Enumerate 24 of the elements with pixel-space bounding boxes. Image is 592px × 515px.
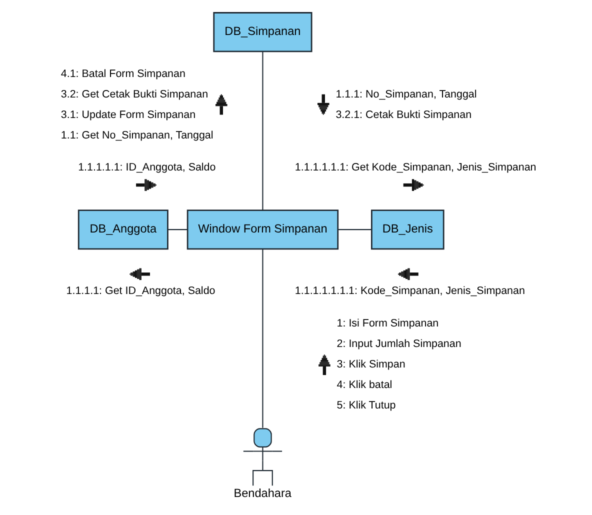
label: 1.1.1.1: Get ID_Anggota, Saldo	[66, 285, 216, 297]
label: 3.1: Update Form Simpanan	[60, 108, 196, 121]
connector	[262, 52, 264, 210]
node-box: DB_Simpanan	[213, 12, 312, 52]
label: 1.1.1.1.1.1.1: Kode_Simpanan, Jenis_Simpanan	[294, 285, 525, 297]
label: 3.2: Get Cetak Bukti Simpanan	[60, 88, 208, 101]
label: 3: Klik Simpan	[336, 358, 406, 371]
label: 4: Klik batal	[336, 378, 392, 391]
label: 2: Input Jumlah Simpanan	[336, 338, 462, 350]
node-box: Window Form Simpanan	[186, 210, 339, 250]
node-box: DB_Jenis	[370, 210, 444, 250]
label: 1.1.1: No_Simpanan, Tanggal	[336, 88, 477, 101]
node-box: DB_Anggota	[78, 210, 168, 250]
label: 1.1.1.1.1: ID_Anggota, Saldo	[78, 162, 216, 174]
label: 1.1.1.1.1.1: Get Kode_Simpanan, Jenis_Simpanan	[294, 162, 536, 174]
connector	[168, 229, 188, 230]
label: 1: Isi Form Simpanan	[336, 318, 439, 330]
label: 3.2.1: Cetak Bukti Simpanan	[336, 108, 472, 121]
label: 5: Klik Tutup	[336, 399, 396, 412]
node-label: Bendahara	[234, 486, 292, 500]
connector	[262, 248, 264, 428]
label: 4.1: Batal Form Simpanan	[60, 68, 186, 80]
label: 1.1: Get No_Simpanan, Tanggal	[60, 129, 214, 142]
connector	[338, 229, 372, 230]
